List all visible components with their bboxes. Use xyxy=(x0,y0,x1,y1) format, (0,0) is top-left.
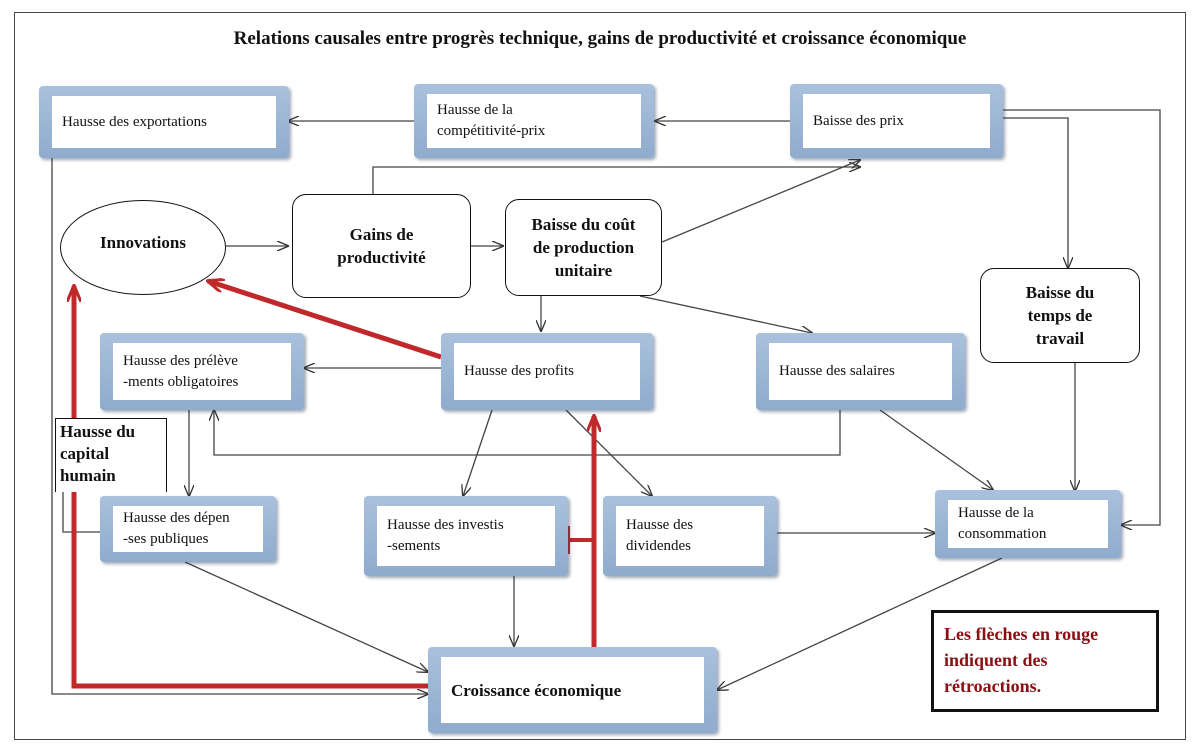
node-exportations: Hausse des exportations xyxy=(39,86,289,158)
node-competitivite-label: Hausse de la compétitivité-prix xyxy=(427,94,641,148)
node-depenses: Hausse des dépen -ses publiques xyxy=(100,496,276,562)
arrow-salaires-to-consommation xyxy=(879,409,993,490)
arrow-baisse-prix-to-consommation xyxy=(1003,109,1161,525)
arrow-gains-to-baisse-prix xyxy=(372,167,860,194)
arrow-depenses-to-croissance xyxy=(184,561,428,672)
node-salaires-label: Hausse des salaires xyxy=(769,343,952,400)
node-investissements-label: Hausse des investis -sements xyxy=(377,506,555,566)
arrow-salaires-to-prelevements xyxy=(214,410,841,456)
node-exportations-label: Hausse des exportations xyxy=(52,96,276,148)
arrow-consommation-to-croissance xyxy=(717,557,1003,690)
node-consommation-label: Hausse de la consommation xyxy=(948,500,1108,548)
node-baisse-prix-label: Baisse des prix xyxy=(803,94,990,148)
arrow-cout-to-salaires xyxy=(639,295,812,333)
node-gains-productivite: Gains de productivité xyxy=(292,194,471,298)
node-investissements: Hausse des investis -sements xyxy=(364,496,568,576)
node-baisse-temps: Baisse du temps de travail xyxy=(980,268,1140,363)
node-capital-humain: Hausse du capital humain xyxy=(55,418,167,492)
node-baisse-prix: Baisse des prix xyxy=(790,84,1003,158)
node-prelevements-label: Hausse des prélève -ments obligatoires xyxy=(113,343,291,400)
node-profits: Hausse des profits xyxy=(441,333,653,410)
node-croissance-label: Croissance économique xyxy=(441,657,704,723)
arrow-baisse-prix-to-temps xyxy=(1003,117,1068,268)
diagram-title: Relations causales entre progrès techniq… xyxy=(233,28,967,49)
node-competitivite: Hausse de la compétitivité-prix xyxy=(414,84,654,158)
arrow-capital-to-depenses xyxy=(62,492,104,533)
arrow-cout-to-baisse-prix xyxy=(661,160,860,243)
node-dividendes: Hausse des dividendes xyxy=(603,496,777,576)
node-profits-label: Hausse des profits xyxy=(454,343,640,400)
feedback-arrow-profits-to-innovations xyxy=(208,281,442,360)
node-consommation: Hausse de la consommation xyxy=(935,490,1121,558)
arrow-exportations-to-croissance xyxy=(51,158,428,694)
legend-box: Les flèches en rouge indiquent des rétro… xyxy=(931,610,1159,712)
arrow-profits-to-dividendes xyxy=(565,409,652,496)
node-prelevements: Hausse des prélève -ments obligatoires xyxy=(100,333,304,410)
arrow-profits-to-investissements xyxy=(463,409,493,496)
node-croissance: Croissance économique xyxy=(428,647,717,733)
node-dividendes-label: Hausse des dividendes xyxy=(616,506,764,566)
diagram-frame xyxy=(14,12,1186,740)
node-innovations: Innovations xyxy=(60,200,226,295)
node-depenses-label: Hausse des dépen -ses publiques xyxy=(113,506,263,552)
node-baisse-cout: Baisse du coût de production unitaire xyxy=(505,199,662,296)
node-salaires: Hausse des salaires xyxy=(756,333,965,410)
